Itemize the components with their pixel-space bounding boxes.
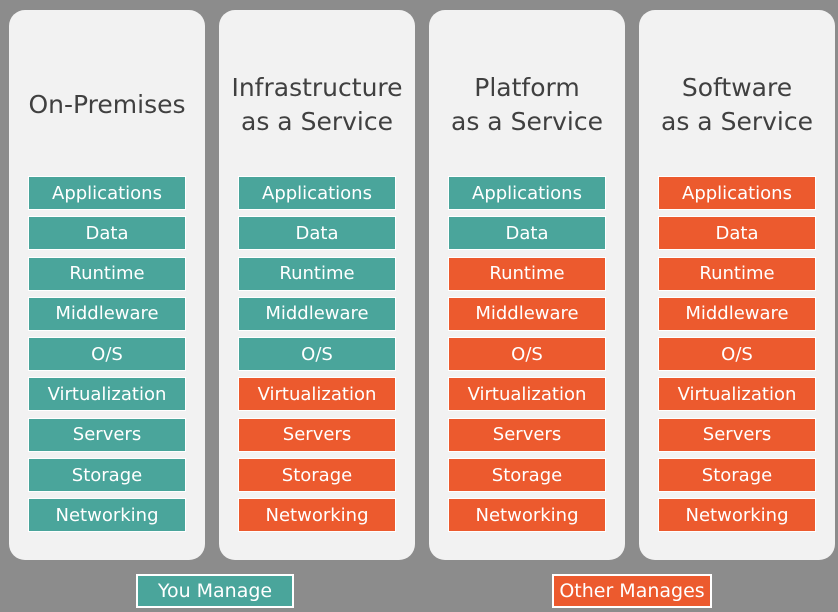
layer-storage: Storage: [29, 459, 185, 492]
layer-storage: Storage: [239, 459, 395, 492]
layer-servers: Servers: [659, 418, 815, 451]
layer-middleware: Middleware: [449, 297, 605, 330]
layer-storage: Storage: [449, 459, 605, 492]
layer-virtualization: Virtualization: [29, 378, 185, 411]
layer-data: Data: [29, 217, 185, 250]
layer-virtualization: Virtualization: [659, 378, 815, 411]
layer-middleware: Middleware: [239, 297, 395, 330]
layer-virtualization: Virtualization: [449, 378, 605, 411]
layer-networking: Networking: [29, 499, 185, 532]
layer-runtime: Runtime: [659, 257, 815, 290]
layer-networking: Networking: [659, 499, 815, 532]
layer-o-s: O/S: [29, 338, 185, 371]
layer-middleware: Middleware: [659, 297, 815, 330]
layer-o-s: O/S: [659, 338, 815, 371]
layer-servers: Servers: [29, 418, 185, 451]
layer-data: Data: [239, 217, 395, 250]
column-title: Platform as a Service: [451, 73, 603, 136]
layer-middleware: Middleware: [29, 297, 185, 330]
layer-data: Data: [659, 217, 815, 250]
layer-storage: Storage: [659, 459, 815, 492]
column-title: Infrastructure as a Service: [231, 73, 403, 136]
layer-o-s: O/S: [449, 338, 605, 371]
layer-data: Data: [449, 217, 605, 250]
legend-other-manages: Other Manages: [552, 574, 712, 608]
layer-applications: Applications: [659, 177, 815, 209]
layer-servers: Servers: [239, 418, 395, 451]
layer-virtualization: Virtualization: [239, 378, 395, 411]
layer-servers: Servers: [449, 418, 605, 451]
column-title: Software as a Service: [661, 73, 813, 136]
layer-applications: Applications: [449, 177, 605, 209]
layer-networking: Networking: [239, 499, 395, 532]
layer-runtime: Runtime: [449, 257, 605, 290]
layer-runtime: Runtime: [239, 257, 395, 290]
column-iaas: Infrastructure as a Service Applications…: [219, 10, 415, 560]
legend-you-manage: You Manage: [136, 574, 294, 608]
layer-applications: Applications: [239, 177, 395, 209]
layer-runtime: Runtime: [29, 257, 185, 290]
layer-o-s: O/S: [239, 338, 395, 371]
layer-applications: Applications: [29, 177, 185, 209]
layer-networking: Networking: [449, 499, 605, 532]
column-title: On-Premises: [28, 90, 186, 119]
